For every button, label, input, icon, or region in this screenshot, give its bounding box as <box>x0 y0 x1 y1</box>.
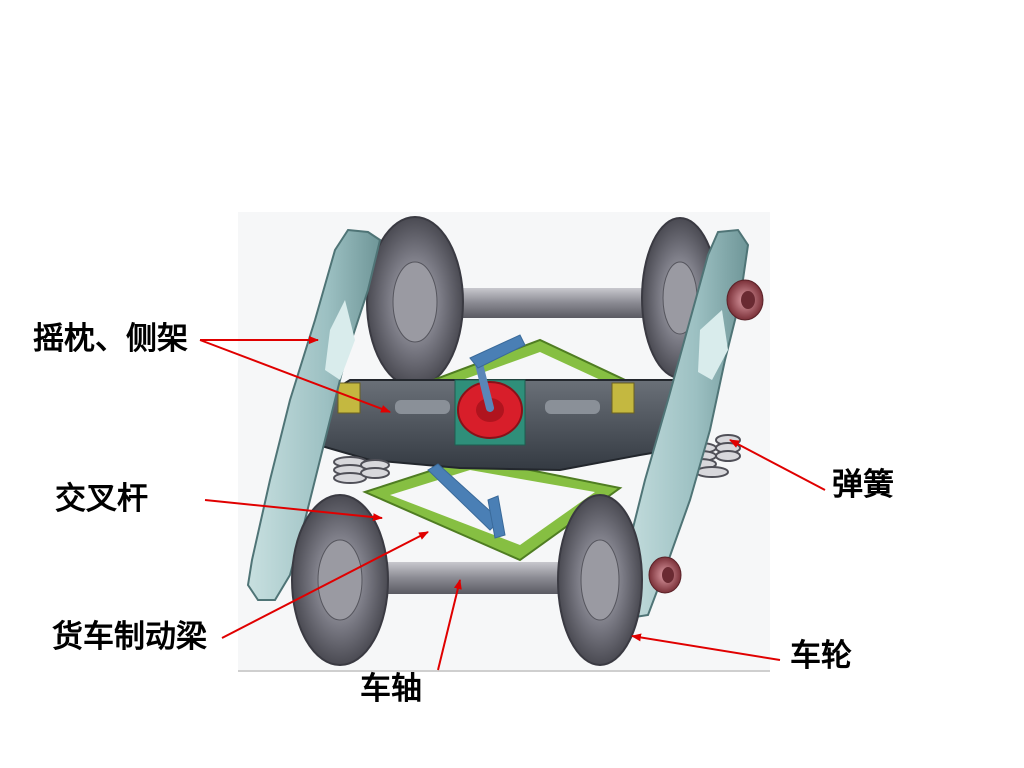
bolster <box>317 356 717 472</box>
arrow-wheel <box>631 633 781 661</box>
leader-lines <box>199 336 826 671</box>
label-brake-beam: 货车制动梁 <box>52 619 207 655</box>
rear-axle <box>430 288 660 318</box>
rear-wheelset <box>366 216 719 388</box>
label-cross-bar: 交叉杆 <box>55 481 148 517</box>
arrow-axle <box>437 579 462 671</box>
axle-bearings <box>648 279 764 594</box>
front-wheelset <box>291 494 643 666</box>
brake-links <box>427 334 526 539</box>
label-wheel: 车轮 <box>790 638 852 674</box>
arrow-cross-bar <box>204 499 383 522</box>
arrow-brake-beam <box>221 531 429 639</box>
label-spring: 弹簧 <box>832 467 894 503</box>
arrow-bolster-to-beam <box>199 339 391 413</box>
label-axle: 车轴 <box>360 671 422 707</box>
label-bolster-sideframe: 摇枕、侧架 <box>33 321 188 357</box>
arrow-spring <box>729 439 826 491</box>
